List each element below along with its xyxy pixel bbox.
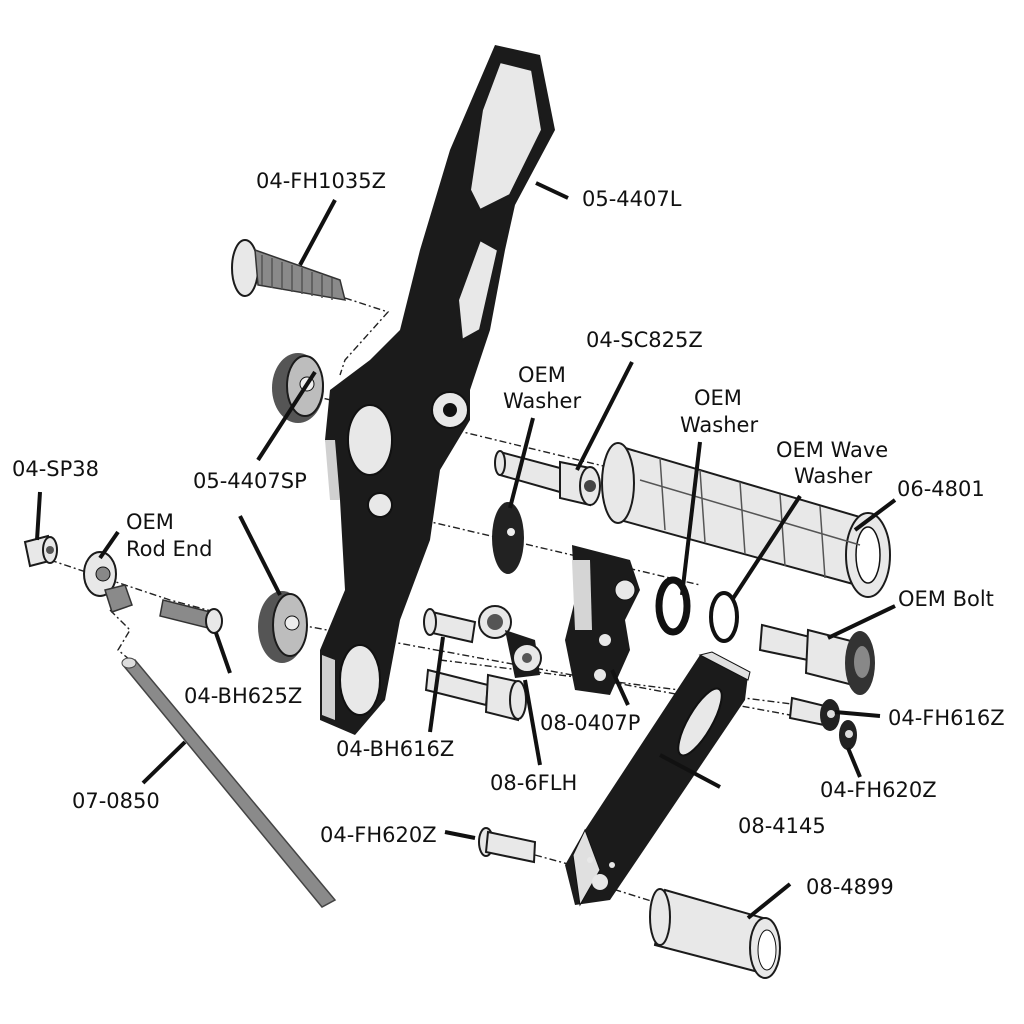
bushing-part <box>649 888 781 979</box>
label-line: Washer <box>503 389 581 413</box>
part-labels: 04-FH1035Z 05-4407L 05-4407SP 04-SC825Z … <box>12 169 1005 899</box>
leader-line <box>827 604 896 640</box>
label-oem-rod-end: OEM Rod End <box>126 510 212 561</box>
label-flat-head-620-right: 04-FH620Z <box>820 778 937 802</box>
leader-line <box>444 830 476 840</box>
oem-washer-part-2 <box>655 576 691 636</box>
label-footpeg: 06-4801 <box>897 477 985 501</box>
linkage-rod-part <box>121 657 337 908</box>
leader-line <box>98 530 120 560</box>
label-line: OEM Wave <box>776 438 888 462</box>
label-line: OEM <box>518 363 566 387</box>
leader-line <box>610 669 630 706</box>
axis-line <box>49 559 216 613</box>
label-pivot-block: 08-0407P <box>540 711 640 735</box>
flange-nut-part <box>478 605 542 678</box>
leader-line <box>238 515 282 596</box>
flat-head-screws-right-part <box>788 696 857 750</box>
footpeg-part <box>601 442 891 598</box>
leader-line <box>853 498 897 532</box>
oem-wave-washer-part <box>709 591 739 643</box>
label-flat-head-620-left: 04-FH620Z <box>320 823 437 847</box>
oem-rod-end-part <box>83 551 133 613</box>
label-oem-bolt: OEM Bolt <box>898 587 994 611</box>
label-button-head-625: 04-BH625Z <box>184 684 302 708</box>
leader-line <box>35 491 42 541</box>
label-button-head-616: 04-BH616Z <box>336 737 454 761</box>
leader-line <box>298 199 337 266</box>
leader-line <box>575 361 634 471</box>
axis-line <box>339 297 390 376</box>
label-countersunk-screw: 04-FH1035Z <box>256 169 386 193</box>
leader-line <box>428 636 445 733</box>
countersunk-screw-part <box>231 239 347 301</box>
leader-line <box>659 753 721 789</box>
label-line: Washer <box>794 464 872 488</box>
leader-line <box>256 370 317 462</box>
label-oem-wave-washer: OEM Wave Washer <box>776 438 895 488</box>
leader-line <box>508 417 535 509</box>
leader-line <box>535 181 569 200</box>
oem-bolt-part <box>758 623 875 695</box>
leader-line <box>730 494 802 602</box>
oem-washer-part-1 <box>492 502 524 574</box>
label-oem-washer-1: OEM Washer <box>503 363 581 413</box>
label-shift-arm: 08-4145 <box>738 814 826 838</box>
label-spacers: 05-4407SP <box>193 469 307 493</box>
small-spacer-part <box>23 534 58 568</box>
label-linkage-rod: 07-0850 <box>72 789 160 813</box>
flat-head-screw-left-part <box>478 827 537 864</box>
leader-line <box>834 710 881 718</box>
label-oem-washer-2: OEM Washer <box>680 386 758 437</box>
leader-line <box>141 740 187 785</box>
leader-line <box>214 632 232 674</box>
leader-line <box>680 441 702 596</box>
pivot-block-part <box>565 545 640 695</box>
socket-bolt-part <box>424 668 527 722</box>
spacer-part-lower <box>258 591 308 663</box>
axis-line <box>379 509 701 586</box>
label-flat-head-616-right: 04-FH616Z <box>888 706 1005 730</box>
label-line: Rod End <box>126 537 212 561</box>
axis-line <box>309 394 621 471</box>
axis-line <box>599 884 681 911</box>
label-line: OEM <box>126 510 174 534</box>
label-bushing: 08-4899 <box>806 875 894 899</box>
leader-line <box>523 679 542 766</box>
label-line: OEM <box>694 386 742 410</box>
leader-line <box>846 747 862 778</box>
spacer-part-upper <box>272 353 324 423</box>
label-line: Washer <box>680 413 758 437</box>
button-head-bolt-part <box>423 608 477 644</box>
shift-arm-part <box>565 651 751 907</box>
leader-lines <box>35 181 897 920</box>
leader-line <box>746 882 792 920</box>
label-footpeg-bracket: 05-4407L <box>582 187 682 211</box>
label-flange-nut: 08-6FLH <box>490 771 577 795</box>
label-shoulder-screw: 04-SC825Z <box>586 328 703 352</box>
button-head-screw-part <box>159 599 223 634</box>
footpeg-bracket-part <box>320 45 555 735</box>
axis-line <box>109 609 131 661</box>
label-small-spacer: 04-SP38 <box>12 457 99 481</box>
